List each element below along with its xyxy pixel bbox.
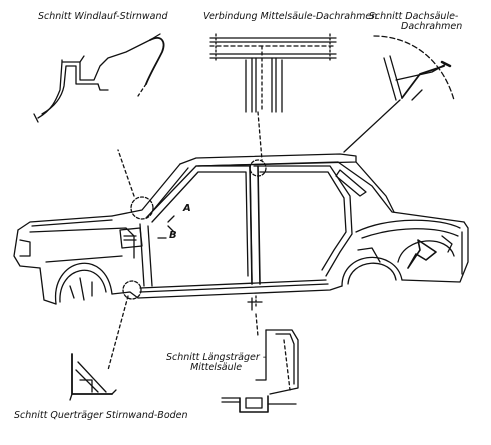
detail-pillar-roof-connection — [209, 33, 337, 161]
label-roof-pillar-line2: Dachrahmen — [401, 21, 463, 33]
car-body-outline — [13, 149, 469, 371]
label-windlauf-section: Schnitt Windlauf-Stirnwand — [38, 11, 168, 22]
label-crossmember-section: Schnitt Querträger Stirnwand-Boden — [14, 410, 188, 421]
detail-crossmember-section — [69, 353, 117, 401]
label-pillar-roof-connection: Verbindung Mittelsäule-Dachrahmen — [203, 11, 378, 22]
label-roof-pillar-section: Schnitt Dachsäule- Dachrahmen — [365, 11, 463, 33]
detail-roof-pillar-section — [343, 35, 455, 153]
detail-sidemember-section — [221, 329, 299, 413]
label-sidemember-line1: Schnitt Längsträger - — [166, 352, 267, 363]
label-sidemember-section: Schnitt Längsträger - Mittelsäule — [166, 352, 267, 374]
marker-a: A — [183, 203, 191, 214]
marker-b: B — [169, 230, 177, 241]
detail-windlauf-section — [33, 33, 165, 123]
label-sidemember-line2: Mittelsäule — [190, 362, 243, 374]
label-roof-pillar-line1: Schnitt Dachsäule- — [368, 11, 459, 22]
